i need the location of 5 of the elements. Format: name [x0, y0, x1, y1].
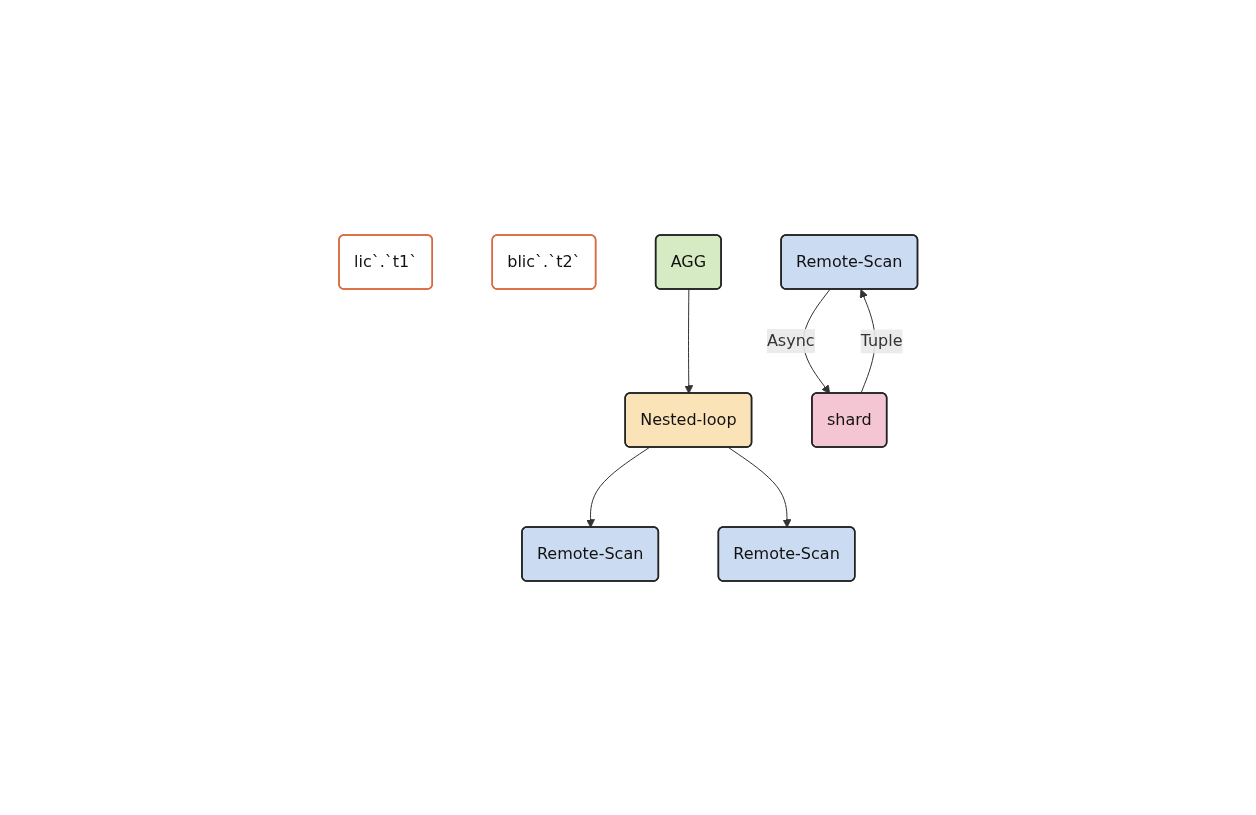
edge-label: Async	[766, 330, 815, 350]
arrow	[727, 446, 792, 528]
arrow	[684, 288, 693, 394]
arrow	[585, 446, 650, 528]
edge-label: Tuple	[860, 330, 903, 350]
